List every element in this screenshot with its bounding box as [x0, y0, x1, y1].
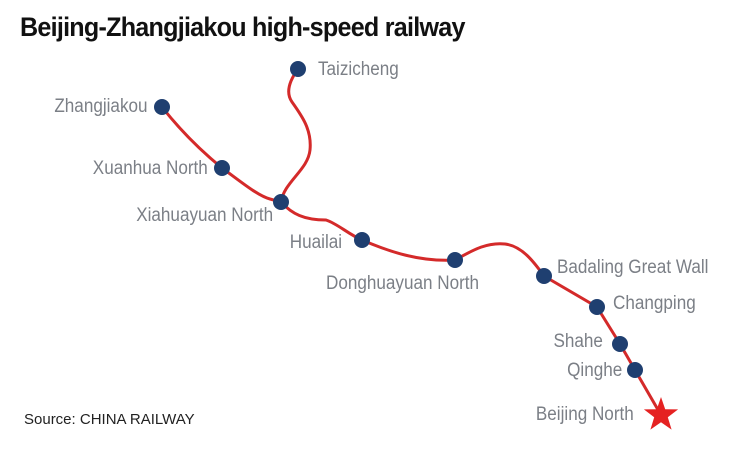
station-dot-qinghe[interactable]: [627, 362, 643, 378]
station-label-xuanhua-north: Xuanhua North: [92, 158, 208, 179]
station-dot-shahe[interactable]: [612, 336, 628, 352]
station-label-shahe: Shahe: [553, 331, 603, 352]
station-dot-changping[interactable]: [589, 299, 605, 315]
station-label-qinghe: Qinghe: [566, 360, 622, 381]
station-dot-badaling-great-wall[interactable]: [536, 268, 552, 284]
station-label-badaling-great-wall: Badaling Great Wall: [557, 257, 709, 278]
railway-line-taizicheng-branch: [279, 68, 312, 203]
station-label-huailai: Huailai: [289, 232, 342, 253]
railway-line-main-west: [160, 106, 282, 204]
map-title: Beijing-Zhangjiakou high-speed railway: [20, 12, 465, 42]
station-label-taizicheng: Taizicheng: [318, 59, 399, 80]
station-dot-xiahuayuan-north[interactable]: [273, 194, 289, 210]
railway-line-main-east: [279, 200, 663, 416]
station-dot-zhangjiakou[interactable]: [154, 99, 170, 115]
source-credit: Source: CHINA RAILWAY: [24, 411, 195, 428]
station-label-changping: Changping: [613, 293, 696, 314]
station-dot-xuanhua-north[interactable]: [214, 160, 230, 176]
station-dot-huailai[interactable]: [354, 232, 370, 248]
terminal-star-icon[interactable]: [643, 397, 679, 430]
station-label-donghuayuan-north: Donghuayuan North: [326, 273, 480, 294]
station-label-xiahuayuan-north: Xiahuayuan North: [136, 205, 273, 226]
station-dot-taizicheng[interactable]: [290, 61, 306, 77]
station-dot-donghuayuan-north[interactable]: [447, 252, 463, 268]
station-label-zhangjiakou: Zhangjiakou: [54, 96, 148, 117]
station-label-beijing-north: Beijing North: [536, 404, 634, 425]
